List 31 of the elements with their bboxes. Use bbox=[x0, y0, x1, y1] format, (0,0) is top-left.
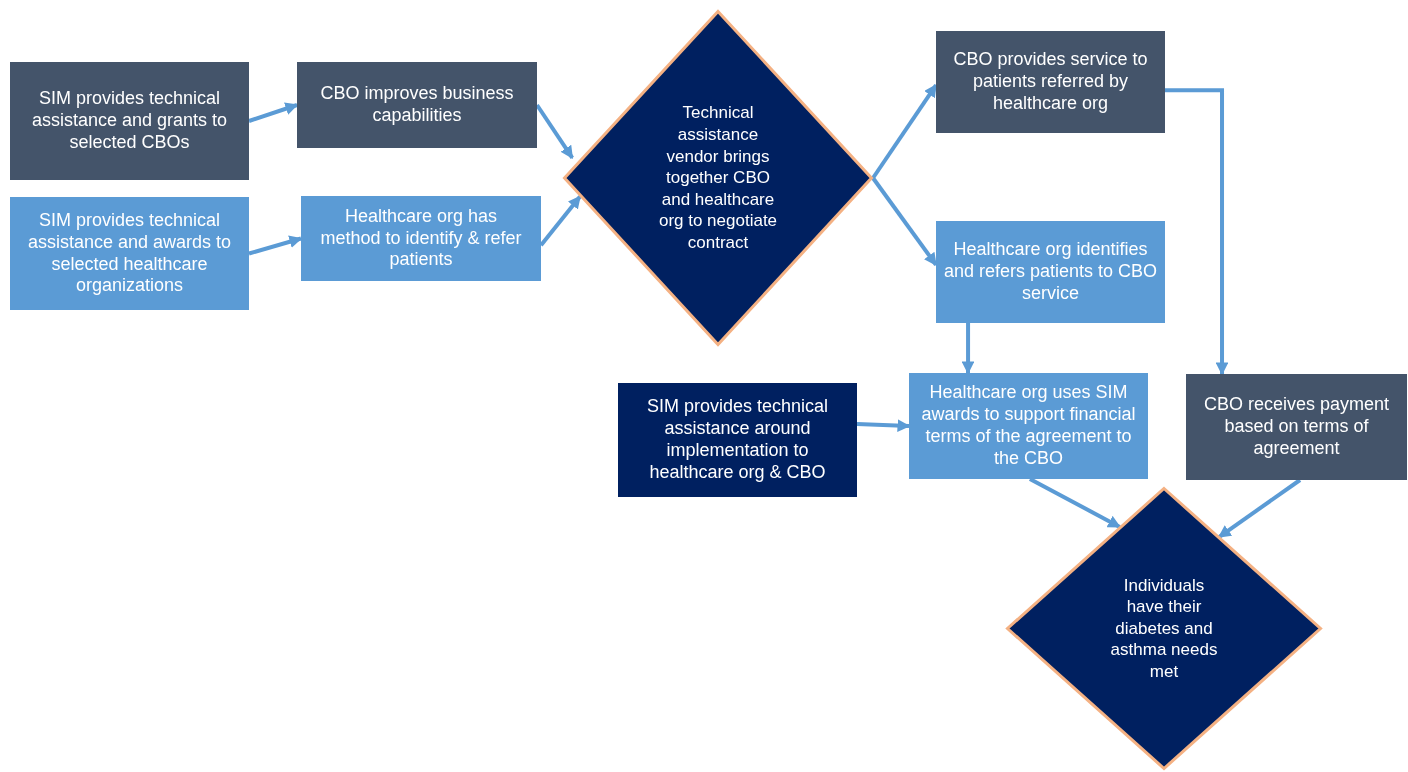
decision-diamond bbox=[1006, 487, 1322, 770]
node-text: Individuals have their diabetes and asthma needs met bbox=[1109, 574, 1219, 683]
node-text: SIM provides technical assistance and awards to selected healthcare organizations bbox=[26, 209, 233, 298]
process-box bbox=[936, 31, 1165, 133]
node-text: Healthcare org has method to identify & refer patients bbox=[319, 205, 523, 272]
arrow bbox=[856, 419, 911, 432]
node-text: CBO provides service to patients referred by healthcare org bbox=[952, 49, 1149, 115]
process-box bbox=[936, 221, 1165, 323]
arrow bbox=[1217, 478, 1302, 539]
decision-diamond bbox=[563, 10, 873, 346]
node-text: CBO improves business capabilities bbox=[319, 83, 515, 127]
arrow bbox=[871, 83, 938, 180]
process-box bbox=[10, 62, 249, 180]
arrow bbox=[248, 235, 303, 256]
arrow bbox=[871, 176, 938, 267]
process-box bbox=[618, 383, 857, 497]
process-box bbox=[301, 196, 541, 281]
node-text: SIM provides technical assistance around implementation to healthcare org & CBO bbox=[645, 396, 830, 484]
node-text: SIM provides technical assistance and grants to selected CBOs bbox=[30, 88, 229, 154]
node-text: CBO receives payment based on terms of agreement bbox=[1202, 394, 1391, 460]
process-box bbox=[909, 373, 1148, 479]
arrow bbox=[1165, 88, 1229, 376]
node-text: Technical assistance vendor brings together CBO and healthcare org to negotiate contract bbox=[657, 102, 779, 254]
node-text: Healthcare org identifies and refers patients to CBO service bbox=[943, 239, 1158, 305]
process-box bbox=[1186, 374, 1407, 480]
arrow bbox=[248, 102, 299, 123]
arrow bbox=[1029, 477, 1121, 529]
node-text: Healthcare org uses SIM awards to support financial terms of the agreement to the CBO bbox=[920, 382, 1137, 470]
process-box bbox=[10, 197, 249, 310]
arrow bbox=[961, 323, 975, 375]
process-box bbox=[297, 62, 537, 148]
